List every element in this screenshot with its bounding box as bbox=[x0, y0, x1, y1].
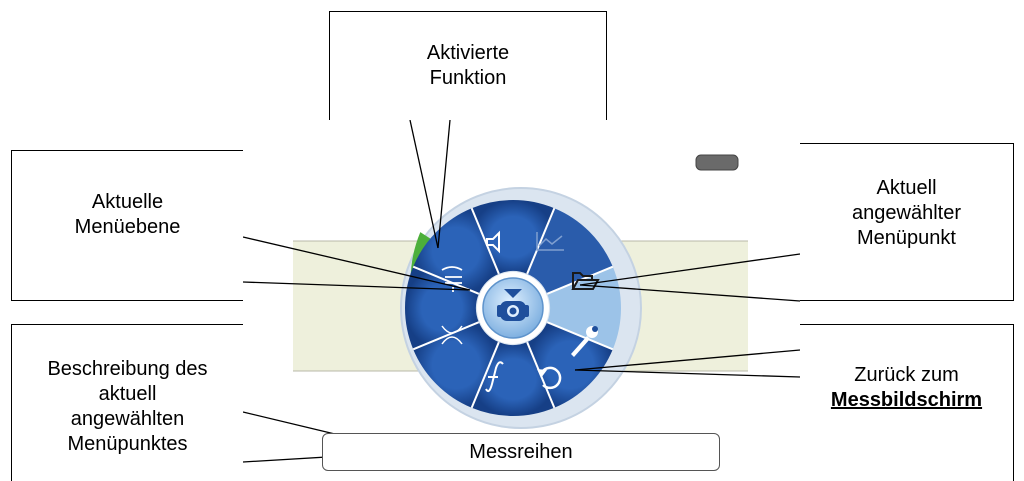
callout-text-line: Aktivierte bbox=[426, 42, 510, 64]
callout-text-line: angewählter bbox=[852, 201, 961, 224]
beam-icon[interactable] bbox=[441, 325, 463, 345]
menu-segment-wrench[interactable] bbox=[527, 322, 613, 408]
menu-segment-speaker[interactable] bbox=[471, 200, 555, 274]
menu-segment-laser[interactable] bbox=[413, 208, 499, 294]
callout-text-line: Funktion bbox=[429, 67, 507, 89]
callout-text-line: Menüpunkt bbox=[857, 226, 956, 249]
callout-text-line: angewählten bbox=[70, 408, 185, 430]
callout-text-line: Beschreibung des bbox=[47, 358, 208, 380]
callout-text-line: aktuell bbox=[98, 383, 157, 405]
segment-separator bbox=[526, 207, 556, 275]
segment-separator bbox=[546, 321, 614, 351]
callout-back-to-measure: Zurück zum Messbildschirm bbox=[800, 324, 1014, 481]
menu-description-bar: Messreihen bbox=[322, 433, 720, 471]
back-arrow-icon[interactable] bbox=[537, 366, 562, 390]
speaker-icon[interactable] bbox=[486, 230, 500, 254]
menu-segment-chart[interactable] bbox=[527, 208, 613, 294]
callout-text-line: Menüpunktes bbox=[67, 433, 188, 455]
folder-icon[interactable] bbox=[571, 272, 600, 290]
callout-text-line: Zurück zum bbox=[854, 364, 959, 386]
menu-segment-function[interactable] bbox=[413, 322, 499, 408]
segment-separator bbox=[470, 207, 500, 275]
battery-icon bbox=[695, 154, 739, 171]
segment-separator bbox=[470, 341, 500, 409]
callout-description: Beschreibung des aktuell angewählten Men… bbox=[11, 324, 243, 481]
chart-icon[interactable] bbox=[536, 232, 564, 251]
callout-activated-function: Aktivierte Funktion bbox=[329, 11, 607, 120]
callout-text-line: Aktuelle bbox=[91, 190, 164, 213]
callout-current-menu-level: Aktuelle Menüebene bbox=[11, 150, 243, 301]
function-icon[interactable] bbox=[485, 361, 504, 393]
callout-text-emphasis: Messbildschirm bbox=[830, 389, 983, 411]
menu-description-text: Messreihen bbox=[469, 440, 573, 463]
callout-text-line: Aktuell bbox=[876, 176, 937, 199]
wrench-icon[interactable] bbox=[571, 326, 598, 357]
measure-device-icon bbox=[497, 289, 529, 321]
callout-text-line: Menüebene bbox=[74, 215, 181, 238]
segment-separator bbox=[412, 321, 480, 351]
menu-segment-back-arrow[interactable] bbox=[471, 342, 555, 416]
callout-selected-menu-item: Aktuell angewählter Menüpunkt bbox=[800, 143, 1014, 301]
menu-segment-folder[interactable] bbox=[547, 266, 621, 350]
